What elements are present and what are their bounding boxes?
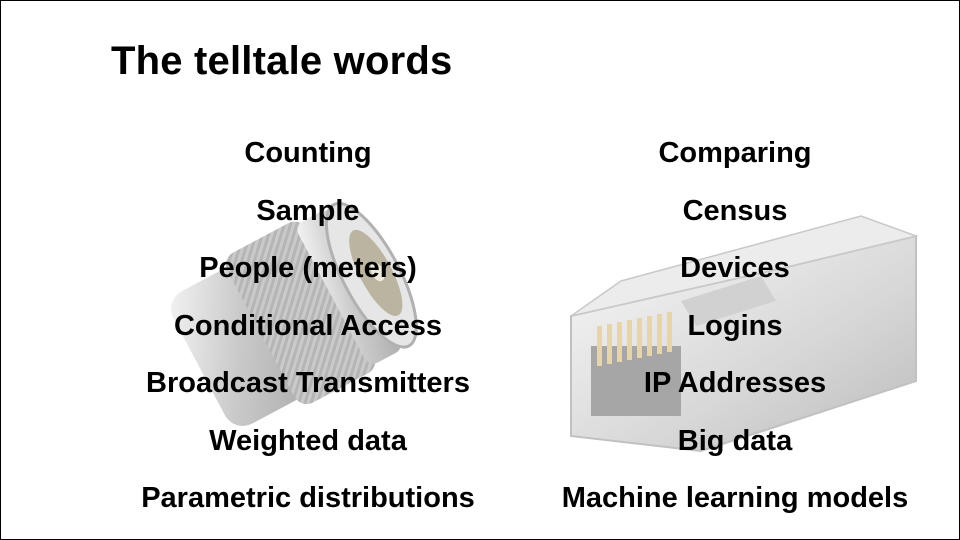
slide-title: The telltale words bbox=[111, 39, 453, 83]
list-item: Counting bbox=[244, 137, 372, 169]
list-item: People (meters) bbox=[199, 252, 417, 284]
list-item: Sample bbox=[256, 194, 360, 227]
list-item: Conditional Access bbox=[173, 309, 443, 342]
right-word-list: Comparing Census Devices Logins IP Addre… bbox=[525, 132, 945, 535]
list-item: Logins bbox=[687, 309, 783, 342]
list-item: Weighted data bbox=[209, 424, 407, 457]
list-item: Machine learning models bbox=[561, 482, 909, 514]
list-item: Devices bbox=[680, 252, 790, 284]
list-item: Parametric distributions bbox=[141, 482, 475, 514]
list-item: Big data bbox=[677, 424, 793, 457]
left-word-list: Counting Sample People (meters) Conditio… bbox=[98, 132, 518, 535]
ethernet-rj45-connector-icon bbox=[570, 215, 919, 453]
list-item: IP Addresses bbox=[643, 367, 827, 399]
list-item: Comparing bbox=[658, 137, 812, 169]
coaxial-connector-icon bbox=[171, 201, 418, 426]
list-item: Census bbox=[682, 194, 788, 227]
list-item: Broadcast Transmitters bbox=[146, 367, 470, 399]
